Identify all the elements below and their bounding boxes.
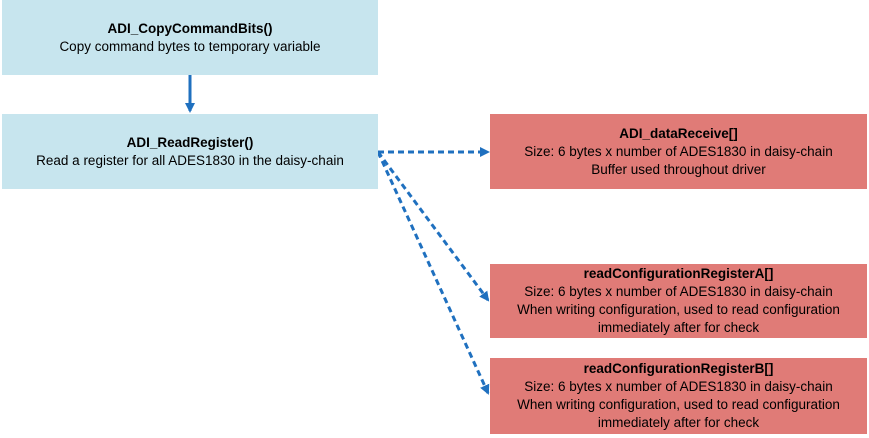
data-receive-size: Size: 6 bytes x number of ADES1830 in da… — [524, 143, 833, 159]
arrow-read-to-config-b — [376, 151, 490, 395]
data-receive-desc: Buffer used throughout driver — [591, 161, 766, 177]
arrow-read-to-config-a — [376, 151, 490, 302]
read-config-b-desc-2: immediately after for check — [597, 415, 760, 430]
read-config-a-desc-2: immediately after for check — [597, 320, 760, 335]
copy-command-bits-desc: Copy command bytes to temporary variable — [59, 38, 321, 54]
data-receive-box: ADI_dataReceive[] Size: 6 bytes x number… — [490, 114, 867, 189]
read-config-b-desc-1: When writing configuration, used to read… — [517, 397, 840, 412]
read-config-a-box: readConfigurationRegisterA[] Size: 6 byt… — [490, 264, 867, 338]
read-config-b-box: readConfigurationRegisterB[] Size: 6 byt… — [490, 358, 867, 434]
read-config-b-title: readConfigurationRegisterB[] — [583, 361, 774, 376]
copy-command-bits-title: ADI_CopyCommandBits() — [107, 20, 273, 36]
read-config-a-size: Size: 6 bytes x number of ADES1830 in da… — [524, 284, 833, 299]
data-receive-title: ADI_dataReceive[] — [619, 125, 738, 141]
read-register-box: ADI_ReadRegister() Read a register for a… — [2, 114, 378, 189]
read-config-b-size: Size: 6 bytes x number of ADES1830 in da… — [524, 379, 833, 394]
read-config-a-desc-1: When writing configuration, used to read… — [517, 302, 840, 317]
read-register-title: ADI_ReadRegister() — [126, 134, 254, 150]
read-config-a-title: readConfigurationRegisterA[] — [583, 266, 774, 281]
copy-command-bits-box: ADI_CopyCommandBits() Copy command bytes… — [2, 0, 378, 75]
read-register-desc: Read a register for all ADES1830 in the … — [36, 152, 344, 168]
